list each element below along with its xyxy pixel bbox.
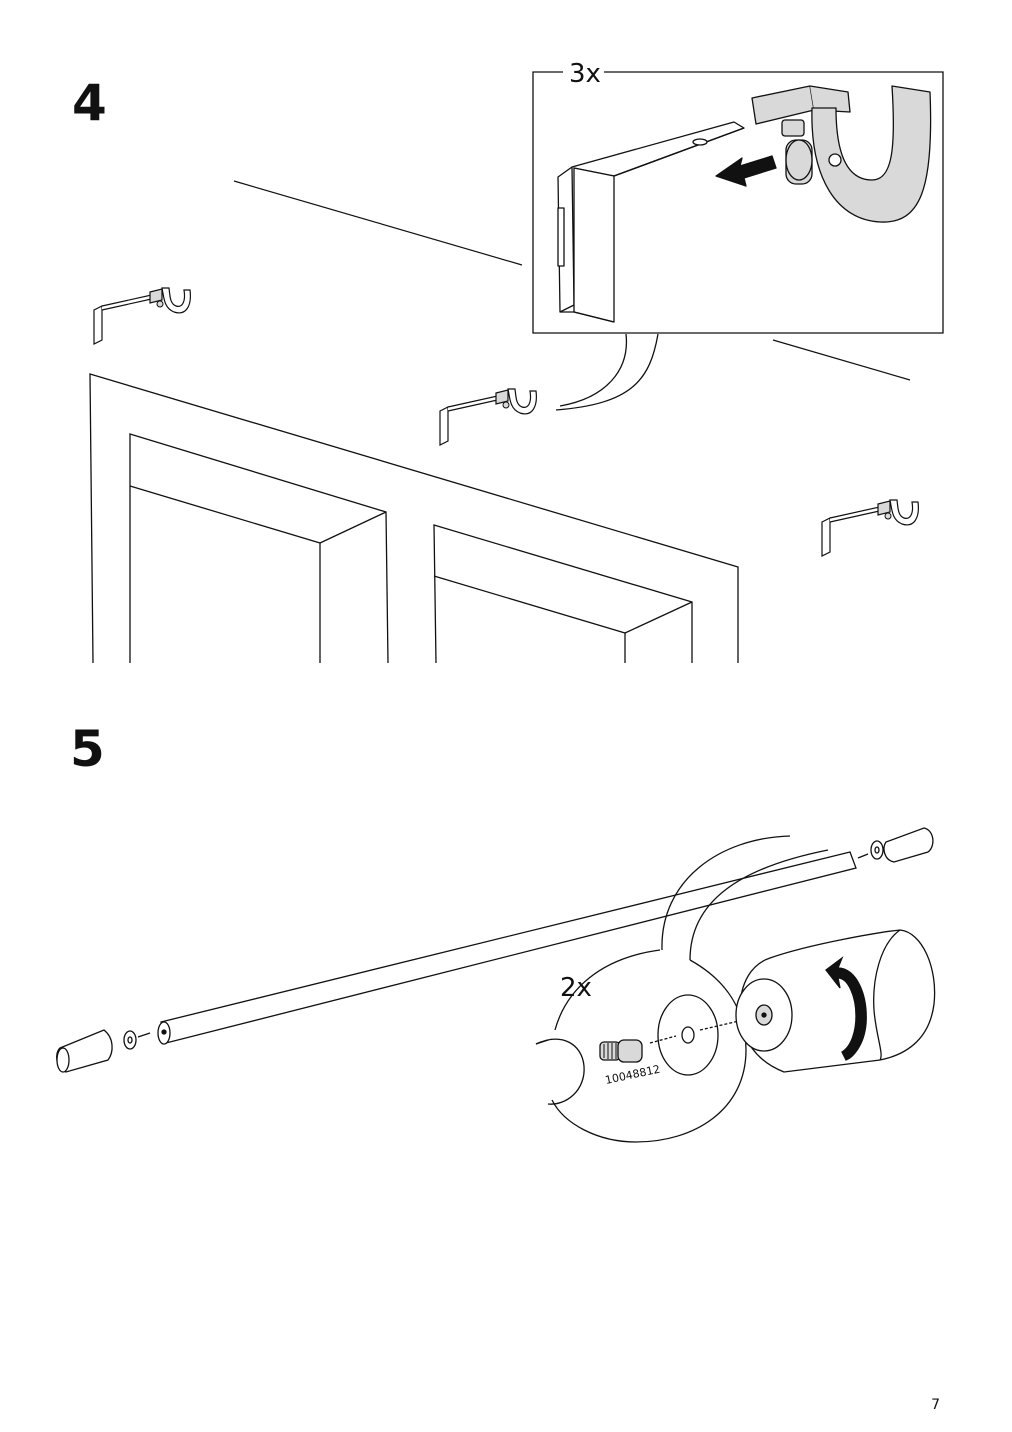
push-arrow-icon xyxy=(715,155,777,187)
step5-illustration: 2x 10048812 xyxy=(55,827,936,1143)
quantity-label: 3x xyxy=(569,59,601,89)
part-number-label: 10048812 xyxy=(604,1063,661,1087)
bracket-detail xyxy=(557,85,932,323)
callout-box xyxy=(532,71,944,334)
quantity-label: 2x xyxy=(560,973,592,1003)
rotate-arrow-icon xyxy=(825,956,867,1061)
wall-line xyxy=(772,339,911,381)
wall-line xyxy=(233,180,523,266)
bracket-right xyxy=(821,499,919,557)
window-frame xyxy=(89,373,739,664)
step-number: 4 xyxy=(72,74,107,132)
bracket-left xyxy=(93,287,191,345)
step-number: 5 xyxy=(70,720,105,778)
finial-right xyxy=(883,827,934,863)
page-number: 7 xyxy=(931,1397,940,1413)
step4-illustration: 3x xyxy=(89,59,944,664)
bracket-center xyxy=(439,388,537,446)
